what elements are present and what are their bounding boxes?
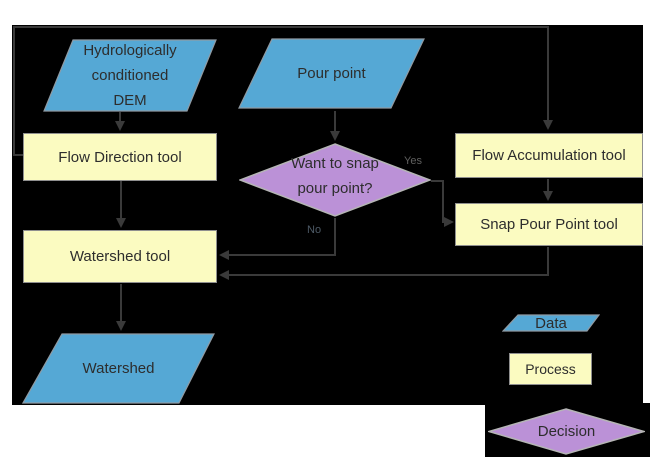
data-parallelogram-shape <box>22 333 215 404</box>
node-flow-direction: Flow Direction tool <box>23 133 217 181</box>
decision-diamond-shape <box>488 408 645 455</box>
node-watershed-tool-label: Watershed tool <box>69 248 171 265</box>
decision-diamond-shape <box>239 143 431 217</box>
node-watershed-label: Watershed <box>82 360 155 377</box>
legend-decision-label: Decision <box>537 423 596 440</box>
node-flow-accumulation-label: Flow Accumulation tool <box>472 147 626 164</box>
data-parallelogram-shape <box>43 39 217 112</box>
data-parallelogram-shape <box>238 38 425 109</box>
dem-label-line2: conditioned <box>91 67 169 84</box>
edge-label-yes: Yes <box>404 155 422 167</box>
decision-label-line1: Want to snap <box>291 155 379 172</box>
node-watershed-tool: Watershed tool <box>23 230 217 283</box>
node-snap-pour-point-label: Snap Pour Point tool <box>480 216 618 233</box>
node-flow-accumulation: Flow Accumulation tool <box>455 133 643 178</box>
node-decision: Want to snap pour point? <box>239 143 431 217</box>
decision-label-line2: pour point? <box>297 180 373 197</box>
node-pour-point-label: Pour point <box>297 65 366 82</box>
node-watershed: Watershed <box>22 333 215 404</box>
node-flow-direction-label: Flow Direction tool <box>58 148 182 166</box>
legend-data: Data <box>502 314 600 332</box>
legend-data-label: Data <box>535 314 567 332</box>
legend-process-label: Process <box>525 361 576 377</box>
node-dem-label: Hydrologically conditioned DEM <box>43 39 217 112</box>
node-pour-point: Pour point <box>238 38 425 109</box>
legend-process: Process <box>509 353 592 385</box>
edge-label-no: No <box>307 224 322 236</box>
legend-decision: Decision <box>488 408 645 455</box>
node-dem: Hydrologically conditioned DEM <box>43 39 217 112</box>
dem-label-line1: Hydrologically <box>83 42 177 59</box>
node-snap-pour-point: Snap Pour Point tool <box>455 203 643 246</box>
node-decision-label: Want to snap pour point? <box>239 139 431 213</box>
dem-label-line3: DEM <box>113 92 147 109</box>
data-parallelogram-shape <box>502 314 600 332</box>
